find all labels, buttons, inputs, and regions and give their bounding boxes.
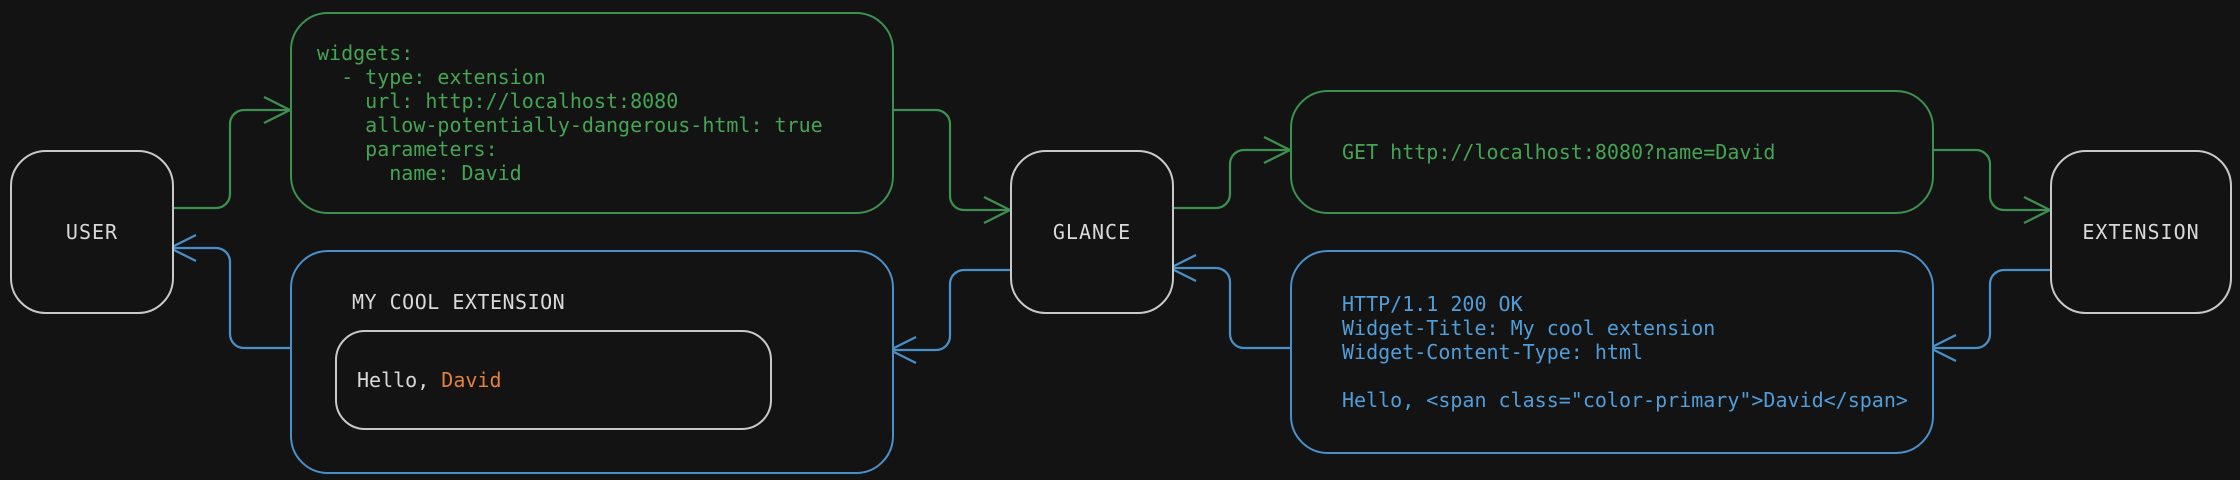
code-line: name: David <box>317 161 522 185</box>
code-line: GET http://localhost:8080?name=David <box>1342 140 1776 164</box>
config-yaml-box: widgets: - type: extension url: http://l… <box>290 12 894 214</box>
arrow-widget-to-user <box>172 246 290 350</box>
arrow-response-to-glance <box>1172 266 1290 350</box>
code-line: Widget-Content-Type: html <box>1342 340 1644 364</box>
http-response-box: HTTP/1.1 200 OK Widget-Title: My cool ex… <box>1290 250 1934 454</box>
greeting-text: Hello, <box>357 368 442 392</box>
greeting-name: David <box>441 368 502 392</box>
arrow-config-to-glance <box>890 108 1008 212</box>
arrow-glance-to-request <box>1170 148 1288 210</box>
code-line: Hello, <span class="color-primary">David… <box>1342 388 1908 412</box>
widget-preview-box: MY COOL EXTENSION Hello, David <box>290 250 894 474</box>
code-line <box>1342 364 1932 388</box>
node-extension: EXTENSION <box>2050 150 2232 314</box>
arrow-glance-to-widget <box>892 268 1010 352</box>
node-extension-label: EXTENSION <box>2082 220 2200 244</box>
arrow-extension-to-response <box>1932 268 2050 350</box>
node-user-label: USER <box>65 220 119 244</box>
http-request-box: GET http://localhost:8080?name=David <box>1290 90 1934 214</box>
code-line: Widget-Title: My cool extension <box>1342 316 1716 340</box>
node-user: USER <box>10 150 174 314</box>
node-glance-label: GLANCE <box>1052 220 1132 244</box>
arrow-request-to-extension <box>1930 148 2048 212</box>
code-line: parameters: <box>317 137 498 161</box>
http-response-code: HTTP/1.1 200 OK Widget-Title: My cool ex… <box>1292 252 1932 452</box>
code-line: url: http://localhost:8080 <box>317 89 679 113</box>
http-request-code: GET http://localhost:8080?name=David <box>1292 92 1932 212</box>
widget-content-box: Hello, David <box>335 330 772 430</box>
widget-title: MY COOL EXTENSION <box>352 290 566 314</box>
arrow-user-to-config <box>170 108 288 210</box>
code-line: - type: extension <box>317 65 546 89</box>
code-line: HTTP/1.1 200 OK <box>1342 292 1523 316</box>
code-line: widgets: <box>317 41 414 65</box>
code-line: allow-potentially-dangerous-html: true <box>317 113 823 137</box>
config-yaml-code: widgets: - type: extension url: http://l… <box>292 14 892 212</box>
node-glance: GLANCE <box>1010 150 1174 314</box>
